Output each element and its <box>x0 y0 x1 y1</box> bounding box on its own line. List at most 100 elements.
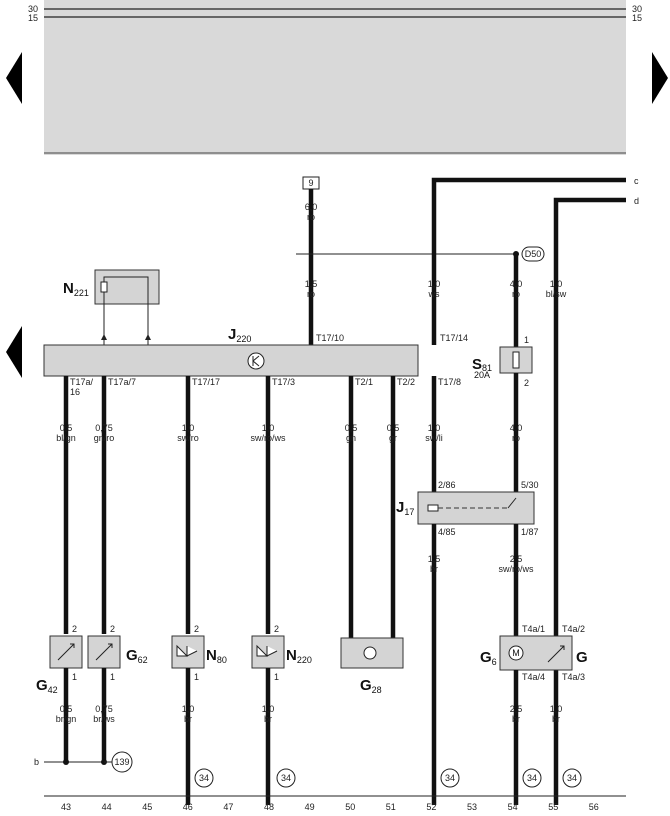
wire-52top-size: 1,0 <box>428 279 441 289</box>
pin-t4a1: T4a/1 <box>522 624 545 634</box>
n221-wire-right <box>103 276 149 345</box>
wire-50-size: 0,5 <box>345 423 358 433</box>
j17-switch-icon <box>507 497 517 509</box>
ref-b: b <box>34 757 39 767</box>
g62-pin1: 1 <box>110 672 115 682</box>
pin-t17-3: T17/3 <box>272 377 295 387</box>
wire-46b-size: 1,0 <box>182 704 195 714</box>
column-number: 50 <box>345 802 355 812</box>
ref-d50 <box>521 246 545 262</box>
ground-34-col52 <box>440 768 460 788</box>
wire-54b-size: 2,5 <box>510 704 523 714</box>
bus-label-15-right: 15 <box>632 13 642 23</box>
wire-44-size: 0,75 <box>95 423 113 433</box>
wire-9-color: ro <box>307 212 315 222</box>
wire-54low-color: sw/ro/ws <box>498 564 534 574</box>
j17-pin-485: 4/85 <box>438 527 456 537</box>
nav-arrow-left-mid[interactable] <box>6 326 22 378</box>
wire-54mid-color: ro <box>512 433 520 443</box>
g6-label: G6 <box>480 649 497 667</box>
pin-t17-14: T17/14 <box>440 333 468 343</box>
wire-15ro-color: ro <box>307 289 315 299</box>
wire-55top-color: bl/sw <box>546 289 567 299</box>
n80-label: N80 <box>206 647 227 665</box>
wire-44b-size: 0,75 <box>95 704 113 714</box>
n221-arrow-right <box>145 334 151 340</box>
wire-48-color: sw/ro/ws <box>250 433 286 443</box>
j220-label: J220 <box>228 326 251 344</box>
wire-44-color: gn/ro <box>94 433 115 443</box>
ground-34-col55-label: 34 <box>567 773 577 783</box>
pin-t17-10: T17/10 <box>316 333 344 343</box>
nav-arrow-left-top[interactable] <box>6 52 22 104</box>
n80-pin1: 1 <box>194 672 199 682</box>
nav-arrow-right-top[interactable] <box>652 52 668 104</box>
column-number: 47 <box>223 802 233 812</box>
column-number: 45 <box>142 802 152 812</box>
pin-t2-1: T2/1 <box>355 377 373 387</box>
j220-transistor-icon <box>247 352 265 370</box>
pin-t17a16-a: T17a/ <box>70 377 94 387</box>
g42-label: G42 <box>36 677 58 695</box>
column-number: 44 <box>102 802 112 812</box>
ground-34-col48-label: 34 <box>281 773 291 783</box>
column-number: 52 <box>426 802 436 812</box>
bus-label-30-left: 30 <box>28 4 38 14</box>
n220-pin2: 2 <box>274 624 279 634</box>
s81-label: S81 <box>472 356 492 373</box>
bus-label-15-left: 15 <box>28 13 38 23</box>
pin-t17a7: T17a/7 <box>108 377 136 387</box>
g-label: G <box>576 649 588 666</box>
j17-pin-530: 5/30 <box>521 480 539 490</box>
wire-15ro-size: 1,5 <box>305 279 318 289</box>
wire-43b-size: 0,5 <box>60 704 73 714</box>
ground-34-col48 <box>276 768 296 788</box>
wire-54b-color: br <box>512 714 520 724</box>
wire-54top-color: ro <box>512 289 520 299</box>
g-sensor-icon <box>547 645 565 663</box>
g62-sensor-icon <box>95 643 113 661</box>
s81-pin2: 2 <box>524 378 529 388</box>
n80-pin2: 2 <box>194 624 199 634</box>
wire-46-size: 1,0 <box>182 423 195 433</box>
pin-t4a3: T4a/3 <box>562 672 585 682</box>
wire-52low-color: br <box>430 564 438 574</box>
g42-sensor-icon <box>57 643 75 661</box>
wire-52mid-size: 1,0 <box>428 423 441 433</box>
ref-d: d <box>634 196 639 206</box>
ref-box-9-label: 9 <box>308 178 313 188</box>
column-number: 49 <box>305 802 315 812</box>
wire-55top-size: 1,0 <box>550 279 563 289</box>
wire-50-color: gn <box>346 433 356 443</box>
ref-139 <box>111 751 133 773</box>
wire-43b-color: br/gn <box>56 714 77 724</box>
column-number: 46 <box>183 802 193 812</box>
wire-51-color: gr <box>389 433 397 443</box>
pin-t17a16-b: 16 <box>70 387 80 397</box>
ground-34-col54-label: 34 <box>527 773 537 783</box>
wire-48b-size: 1,0 <box>262 704 275 714</box>
wire-55b-size: 1,0 <box>550 704 563 714</box>
s81-pin1: 1 <box>524 335 529 345</box>
g28-label: G28 <box>360 677 382 695</box>
n80-valve-icon <box>176 644 198 657</box>
wire-46-color: sw/ro <box>177 433 199 443</box>
s81-rating: 20A <box>474 370 490 380</box>
component-j220 <box>43 344 419 377</box>
wire-46b-color: br <box>184 714 192 724</box>
n221-label: N221 <box>63 280 89 298</box>
ground-34-col55 <box>562 768 582 788</box>
column-number: 53 <box>467 802 477 812</box>
s81-fuse-icon <box>512 351 520 369</box>
column-number: 51 <box>386 802 396 812</box>
n221-coil-icon <box>100 281 108 293</box>
wire-55b-color: br <box>552 714 560 724</box>
j17-coil-icon <box>427 504 439 512</box>
wire-54top-size: 4,0 <box>510 279 523 289</box>
ref-d50-label: D50 <box>525 249 542 259</box>
wire-43-size: 0,5 <box>60 423 73 433</box>
n220-label: N220 <box>286 647 312 665</box>
n220-pin1: 1 <box>274 672 279 682</box>
wire-52low-size: 1,5 <box>428 554 441 564</box>
